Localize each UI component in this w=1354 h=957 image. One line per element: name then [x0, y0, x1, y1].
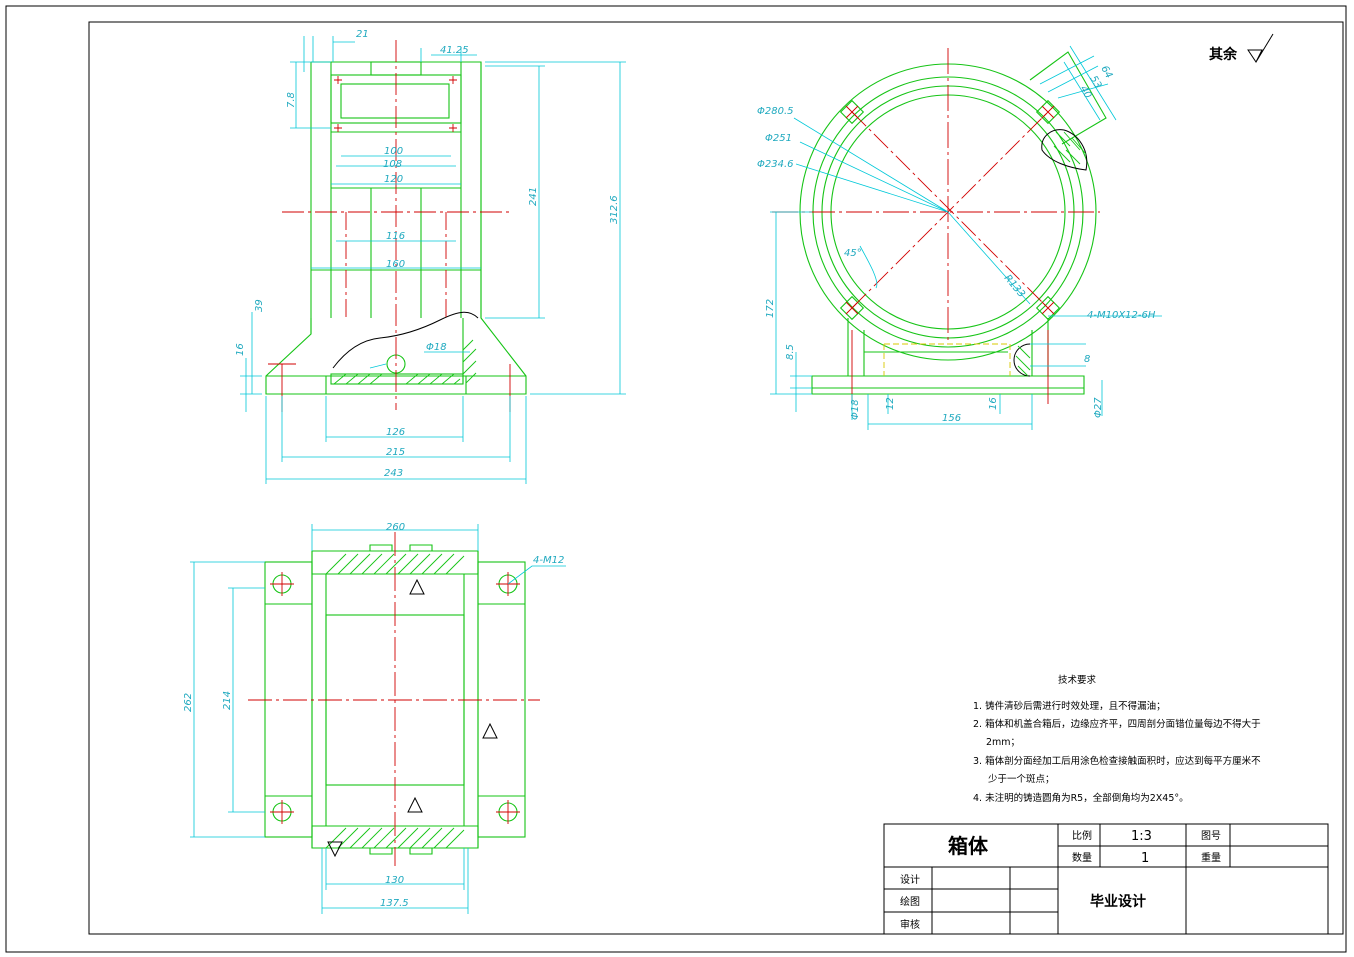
tech-req-item-4: 4. 未注明的铸造圆角为R5，全部倒角均为2X45°。 — [973, 792, 1189, 804]
dim-phi234-6: Φ234.6 — [757, 159, 794, 170]
scale-label: 比例 — [1072, 829, 1092, 842]
dim-120: 120 — [384, 174, 403, 185]
dim-side-phi18: Φ18 — [850, 399, 861, 420]
tech-req-item-2-cont: 2mm； — [986, 737, 1020, 748]
top-view-hatching — [325, 553, 465, 849]
dim-21: 21 — [356, 29, 369, 40]
weight-label: 重量 — [1201, 851, 1221, 864]
tech-req-item-3-cont: 少于一个斑点； — [988, 773, 1055, 785]
dim-156: 156 — [942, 413, 961, 424]
dim-64: 64 — [1098, 64, 1114, 81]
dim-angle45: 45° — [844, 248, 862, 259]
title-block: 箱体 比例 1:3 图号 数量 1 重量 设计 绘图 审核 毕业设计 — [883, 823, 1329, 935]
front-view-hatching — [333, 339, 477, 385]
dim-260: 260 — [386, 522, 405, 533]
review-label: 审核 — [900, 918, 920, 931]
dim-108: 108 — [383, 159, 402, 170]
dim-243: 243 — [384, 468, 403, 479]
dim-100: 100 — [384, 146, 403, 157]
top-view: 260 4-M12 262 214 130 137.5 — [183, 522, 566, 914]
dim-241: 241 — [528, 187, 539, 206]
dim-phi27: Φ27 — [1093, 397, 1104, 418]
dim-phi280-5: Φ280.5 — [757, 106, 794, 117]
dim-m10: 4-M10X12-6H — [1087, 310, 1156, 321]
dim-phi18: Φ18 — [426, 342, 447, 353]
dim-12: 12 — [885, 397, 896, 410]
dim-172: 172 — [765, 299, 776, 318]
roughness-symbol-icon — [1247, 33, 1274, 63]
dim-312-6: 312.6 — [609, 195, 620, 224]
tech-req-item-3: 3. 箱体剖分面经加工后用涂色检查接触面积时，应达到每平方厘米不 — [973, 755, 1261, 767]
side-view: Φ280.5 Φ251 Φ234.6 64 53 40 45° R133 4-M… — [757, 45, 1162, 430]
tech-req-item-2: 2. 箱体和机盖合箱后，边缘应齐平，四周剖分面错位量每边不得大于 — [973, 718, 1261, 730]
dim-r133: R133 — [1002, 273, 1027, 300]
dim-126: 126 — [386, 427, 405, 438]
dim-7-8: 7.8 — [286, 92, 297, 108]
surface-finish-note: 其余 — [1209, 33, 1274, 63]
drawn-label: 绘图 — [900, 895, 920, 908]
dim-phi251: Φ251 — [765, 133, 792, 144]
drawing-no-label: 图号 — [1201, 830, 1221, 842]
dim-215: 215 — [386, 447, 405, 458]
top-view-dimensions — [190, 524, 566, 914]
dim-40: 40 — [1077, 84, 1093, 101]
sheet-frame — [5, 5, 1347, 953]
dim-39: 39 — [254, 299, 265, 312]
scale-value: 1:3 — [1131, 829, 1152, 844]
dim-137-5: 137.5 — [380, 898, 409, 909]
dim-41-25: 41.25 — [440, 45, 469, 56]
surface-finish-label: 其余 — [1209, 46, 1238, 63]
front-view: 21 41.25 7.8 100 108 120 116 160 241 312… — [235, 29, 626, 484]
dim-8: 8 — [1084, 354, 1090, 365]
dim-116: 116 — [386, 231, 405, 242]
quantity-label: 数量 — [1072, 851, 1092, 864]
dim-130: 130 — [385, 875, 404, 886]
dim-8-5: 8.5 — [785, 344, 796, 360]
front-view-dimensions — [240, 36, 626, 484]
project-name: 毕业设计 — [1090, 893, 1146, 910]
dim-262: 262 — [183, 693, 194, 712]
dim-214: 214 — [222, 691, 233, 710]
dim-side-16: 16 — [988, 397, 999, 410]
quantity-value: 1 — [1141, 851, 1149, 866]
technical-requirements: 技术要求 1. 铸件清砂后需进行时效处理，且不得漏油； 2. 箱体和机盖合箱后，… — [973, 674, 1261, 804]
dim-16: 16 — [235, 343, 246, 356]
dim-160: 160 — [386, 259, 405, 270]
part-name: 箱体 — [948, 834, 989, 858]
tech-req-title: 技术要求 — [1058, 674, 1097, 686]
side-view-dimensions — [770, 45, 1162, 430]
design-label: 设计 — [900, 873, 920, 886]
tech-req-item-1: 1. 铸件清砂后需进行时效处理，且不得漏油； — [973, 700, 1166, 712]
dim-4-m12: 4-M12 — [533, 555, 564, 566]
